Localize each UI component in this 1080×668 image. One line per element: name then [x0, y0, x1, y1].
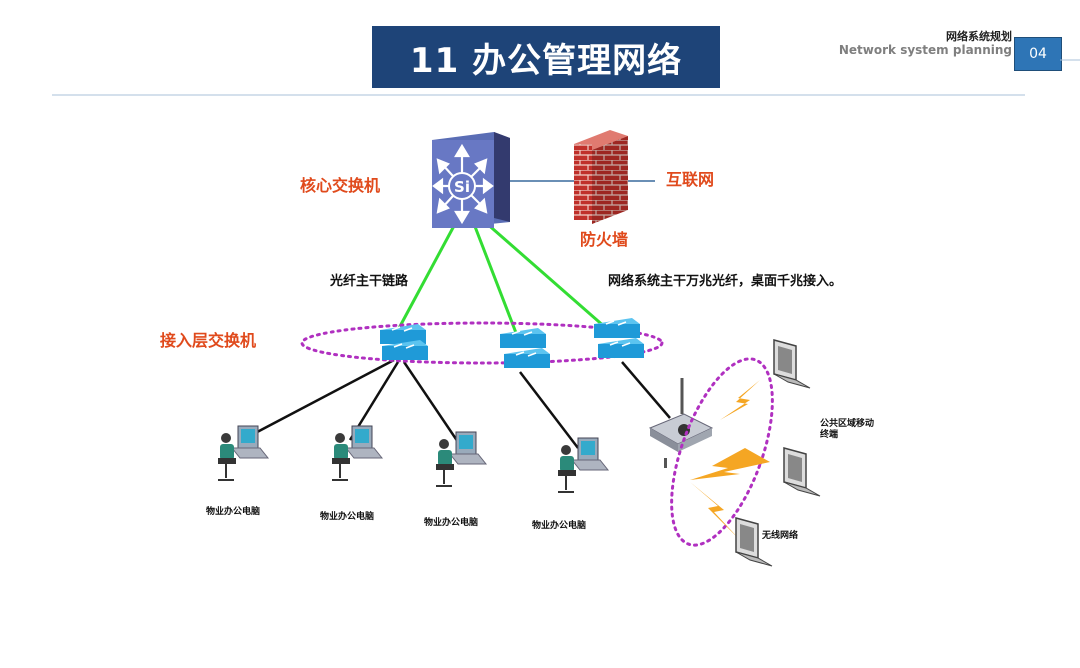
core-switch-icon [432, 132, 510, 228]
office-pc-label-3: 物业办公电脑 [424, 518, 479, 528]
internet-label: 互联网 [666, 170, 715, 189]
access-switch-1 [380, 324, 428, 360]
access-switch-2 [500, 328, 550, 368]
firewall-icon [574, 130, 628, 224]
core-switch-label: 核心交换机 [300, 176, 381, 195]
core-switch-si-text: Si [454, 178, 470, 196]
mobile-terminal-label-line2: 终端 [820, 430, 839, 440]
page-number-badge: 04 [1014, 37, 1062, 71]
laptop-icon-1 [773, 339, 811, 389]
wireless-ap-icon [648, 378, 714, 468]
section-title-cn: 网络系统规划 [946, 30, 1012, 43]
office-pc-label-2: 物业办公电脑 [320, 512, 375, 522]
wireless-signal-icons [690, 380, 770, 540]
mobile-terminal-label-line1: 公共区域移动 [820, 419, 875, 429]
wireless-network-label: 无线网络 [762, 531, 799, 541]
wireless-area-ring [670, 357, 774, 547]
office-pc-label-4: 物业办公电脑 [532, 521, 587, 531]
section-title-en: Network system planning [838, 43, 1012, 57]
laptop-icon-3 [735, 517, 773, 567]
office-pc-icon-2 [332, 425, 384, 481]
access-switch-3 [594, 318, 644, 358]
page-title: 11 办公管理网络 [372, 26, 720, 88]
laptop-icon-2 [783, 447, 821, 497]
access-switch-label: 接入层交换机 [160, 331, 257, 350]
fiber-link-label: 光纤主干链路 [330, 274, 409, 289]
office-pc-icon-1 [218, 425, 270, 481]
office-pc-label-1: 物业办公电脑 [206, 507, 261, 517]
office-pc-icon-3 [436, 431, 488, 487]
network-description: 网络系统主干万兆光纤，桌面千兆接入。 [608, 274, 843, 289]
office-pc-icon-4 [558, 437, 610, 493]
firewall-label: 防火墙 [580, 230, 629, 249]
fiber-links [396, 220, 607, 339]
access-layer-ring [300, 321, 664, 365]
